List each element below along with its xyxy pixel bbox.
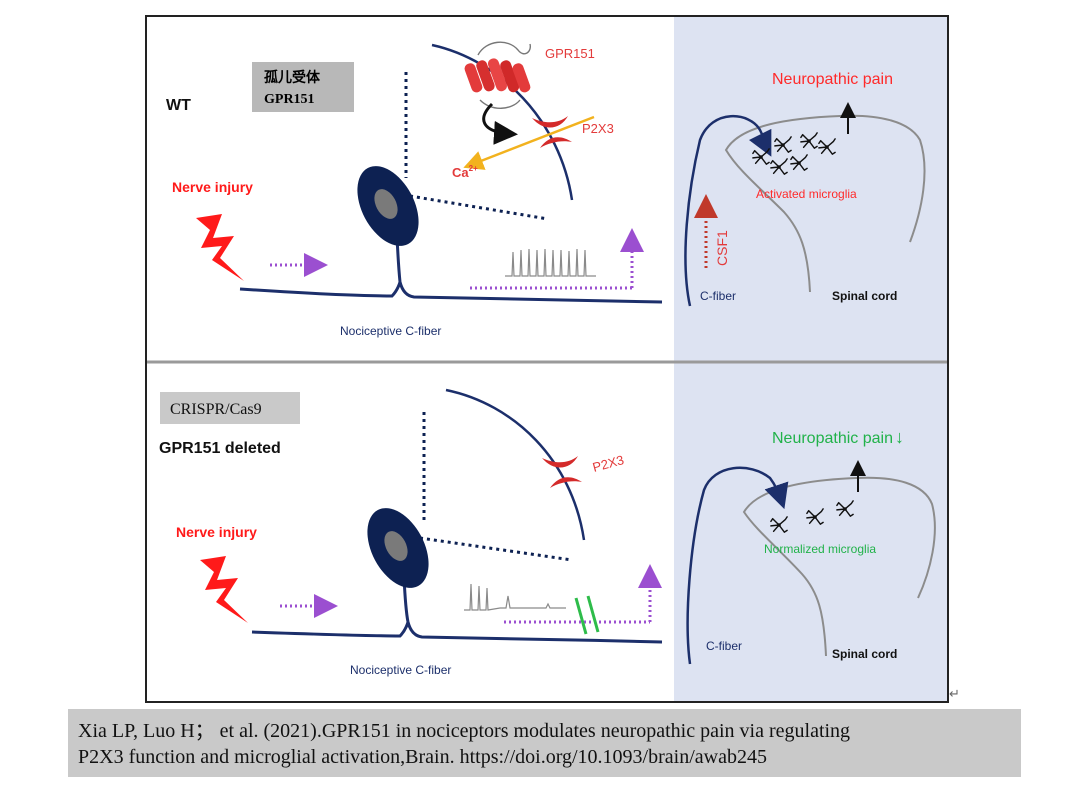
fiber-label: Nociceptive C-fiber: [350, 663, 451, 677]
ion-label: Ca2+: [452, 164, 478, 180]
block-mark: [574, 597, 588, 635]
microglia-label: Activated microglia: [756, 187, 857, 201]
fiber-label: Nociceptive C-fiber: [340, 324, 441, 338]
note-line1: 孤儿受体: [264, 69, 321, 86]
bottom-panel: CRISPR/Cas9 GPR151 deleted Nerve injury …: [159, 388, 936, 677]
method-box: [160, 392, 300, 424]
action-potential-trace: [505, 248, 596, 277]
channel-label: P2X3: [582, 121, 614, 136]
membrane-arc: [445, 388, 586, 541]
outcome-label: Neuropathic pain↓: [772, 427, 904, 447]
top-panel: 孤儿受体 GPR151 WT Nerve injury Nociceptive …: [166, 41, 926, 338]
nerve-injury-label: Nerve injury: [176, 524, 257, 540]
neuron-nucleus: [384, 531, 408, 561]
block-mark: [586, 595, 600, 633]
spinal-background: [674, 17, 947, 701]
lightning-icon: [196, 214, 244, 281]
condition-label-deleted: GPR151 deleted: [159, 440, 281, 457]
spinal-cord-outline: [724, 114, 926, 293]
cfiber-label: C-fiber: [706, 639, 742, 653]
method-label: CRISPR/Cas9: [170, 401, 262, 418]
nociceptive-axon: [251, 621, 663, 644]
paragraph-return-mark: ↵: [949, 687, 960, 702]
microglia-label: Normalized microglia: [764, 542, 876, 556]
cord-label: Spinal cord: [832, 647, 897, 661]
zoom-line: [409, 194, 549, 221]
citation-box: Xia LP, Luo H； et al. (2021).GPR151 in n…: [68, 709, 1021, 777]
gpr151-receptor-icon: [464, 41, 532, 109]
ca-influx-arrow: [463, 115, 595, 170]
note-line2: GPR151: [264, 92, 315, 107]
zoom-line: [419, 536, 573, 562]
nociceptive-axon: [239, 281, 663, 304]
citation-line-2: P2X3 function and microglial activation,…: [78, 746, 767, 768]
interaction-arrow: [482, 102, 518, 145]
note-box: [252, 62, 354, 112]
citation-line-1: Xia LP, Luo H； et al. (2021).GPR151 in n…: [78, 720, 851, 742]
membrane-arc: [431, 43, 574, 201]
neuron-nucleus: [374, 189, 398, 219]
p2x3-channel-icon: [542, 456, 582, 488]
c-fiber-line: [686, 466, 789, 665]
p2x3-channel-icon: [532, 116, 572, 148]
outcome-label: Neuropathic pain: [772, 71, 893, 88]
lightning-icon: [200, 556, 248, 623]
cfiber-label: C-fiber: [700, 289, 736, 303]
c-fiber-line: [684, 115, 772, 307]
action-potential-trace: [464, 583, 566, 611]
receptor-label: GPR151: [545, 46, 595, 61]
signal-label: CSF1: [714, 230, 730, 266]
nerve-injury-label: Nerve injury: [172, 179, 253, 195]
condition-label-wt: WT: [166, 97, 191, 114]
cord-label: Spinal cord: [832, 289, 897, 303]
